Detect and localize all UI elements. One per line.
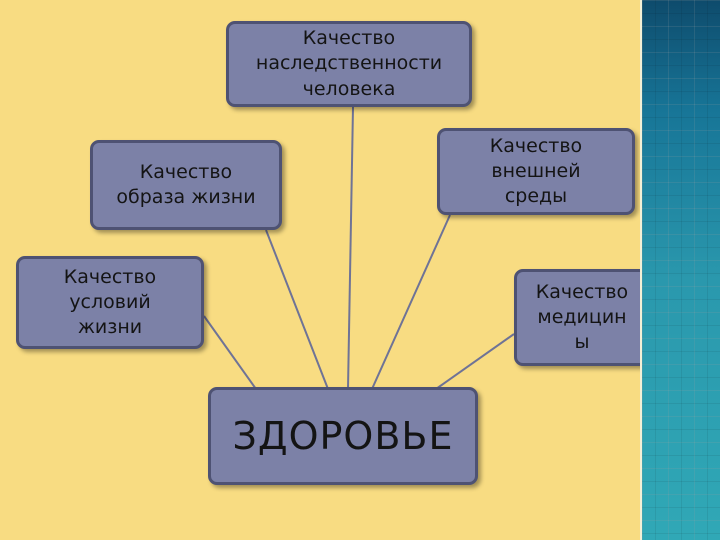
factor-box-lifestyle: Качество образа жизни — [90, 140, 282, 230]
health-label: ЗДОРОВЬЕ — [232, 413, 454, 458]
factor-label-conditions: Качество условий жизни — [63, 265, 157, 339]
factor-box-environment: Качество внешней среды — [437, 128, 635, 215]
factor-label-heredity: Качество наследственности человека — [255, 27, 443, 100]
factor-label-medicine: Качество медицин ы — [535, 280, 629, 354]
sidebar-divider — [640, 0, 643, 540]
factor-label-environment: Качество внешней среды — [489, 134, 583, 208]
connector-lines — [203, 106, 515, 390]
factor-box-conditions: Качество условий жизни — [16, 256, 204, 349]
factor-label-lifestyle: Качество образа жизни — [116, 160, 256, 208]
connector-heredity — [347, 106, 354, 390]
decorative-sidebar — [642, 0, 720, 540]
slide-background: Качество наследственности человека Качес… — [0, 0, 650, 540]
factor-box-medicine: Качество медицин ы — [514, 269, 650, 366]
connector-conditions — [203, 315, 257, 390]
health-box: ЗДОРОВЬЕ — [208, 387, 478, 485]
sidebar-tile-pattern — [642, 0, 720, 540]
connector-medicine — [435, 333, 515, 390]
factor-box-heredity: Качество наследственности человека — [226, 21, 472, 107]
connector-environment — [371, 214, 451, 390]
connector-lifestyle — [265, 229, 329, 390]
